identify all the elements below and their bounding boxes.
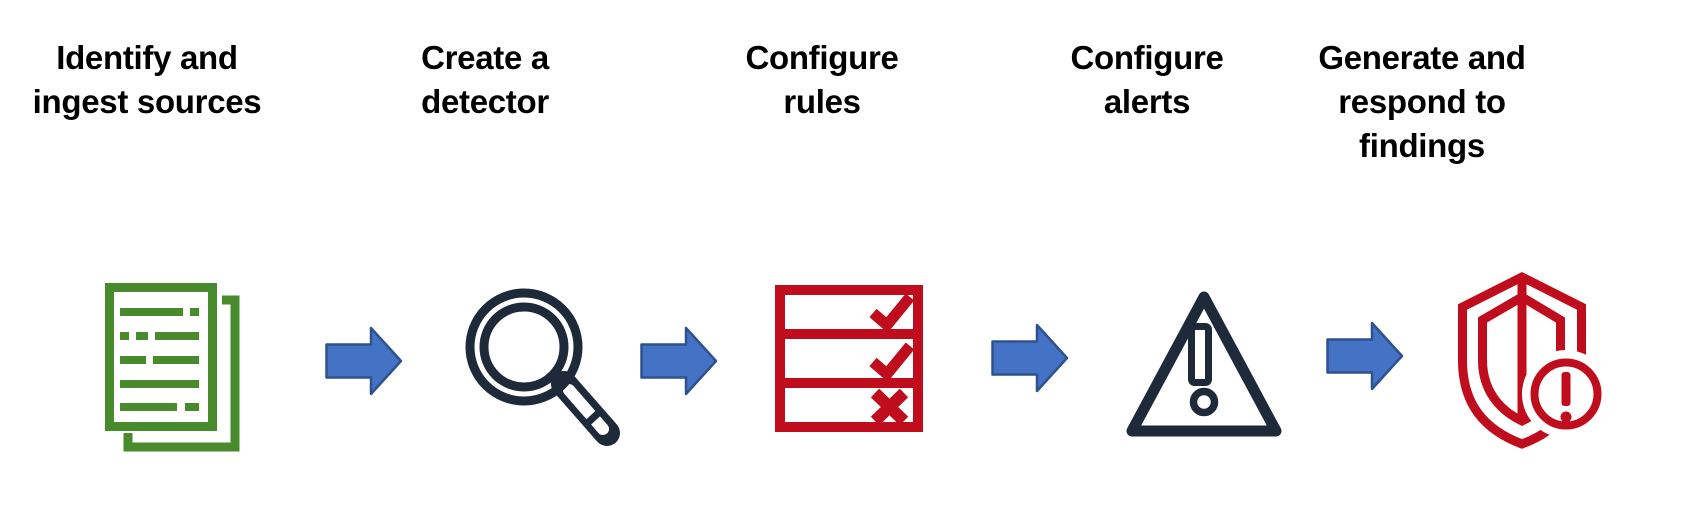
magnifying-glass-icon: [465, 288, 620, 446]
step-label-configure-alerts: Configure alerts: [1070, 39, 1224, 120]
arrow-right-icon: [325, 326, 403, 396]
step-label-generate-respond-findings: Generate and respond to findings: [1318, 39, 1526, 164]
shield-alert-icon: [1458, 271, 1610, 449]
checklist-icon: [775, 285, 923, 432]
arrow-right-icon: [1326, 321, 1404, 391]
arrow-right-icon: [991, 323, 1069, 393]
warning-triangle-icon: [1126, 291, 1282, 437]
documents-icon: [105, 283, 240, 452]
step-label-identify-ingest-sources: Identify and ingest sources: [32, 39, 262, 120]
step-label-configure-rules: Configure rules: [745, 39, 899, 120]
arrow-right-icon: [640, 326, 718, 396]
step-label-create-detector: Create a detector: [421, 39, 549, 120]
